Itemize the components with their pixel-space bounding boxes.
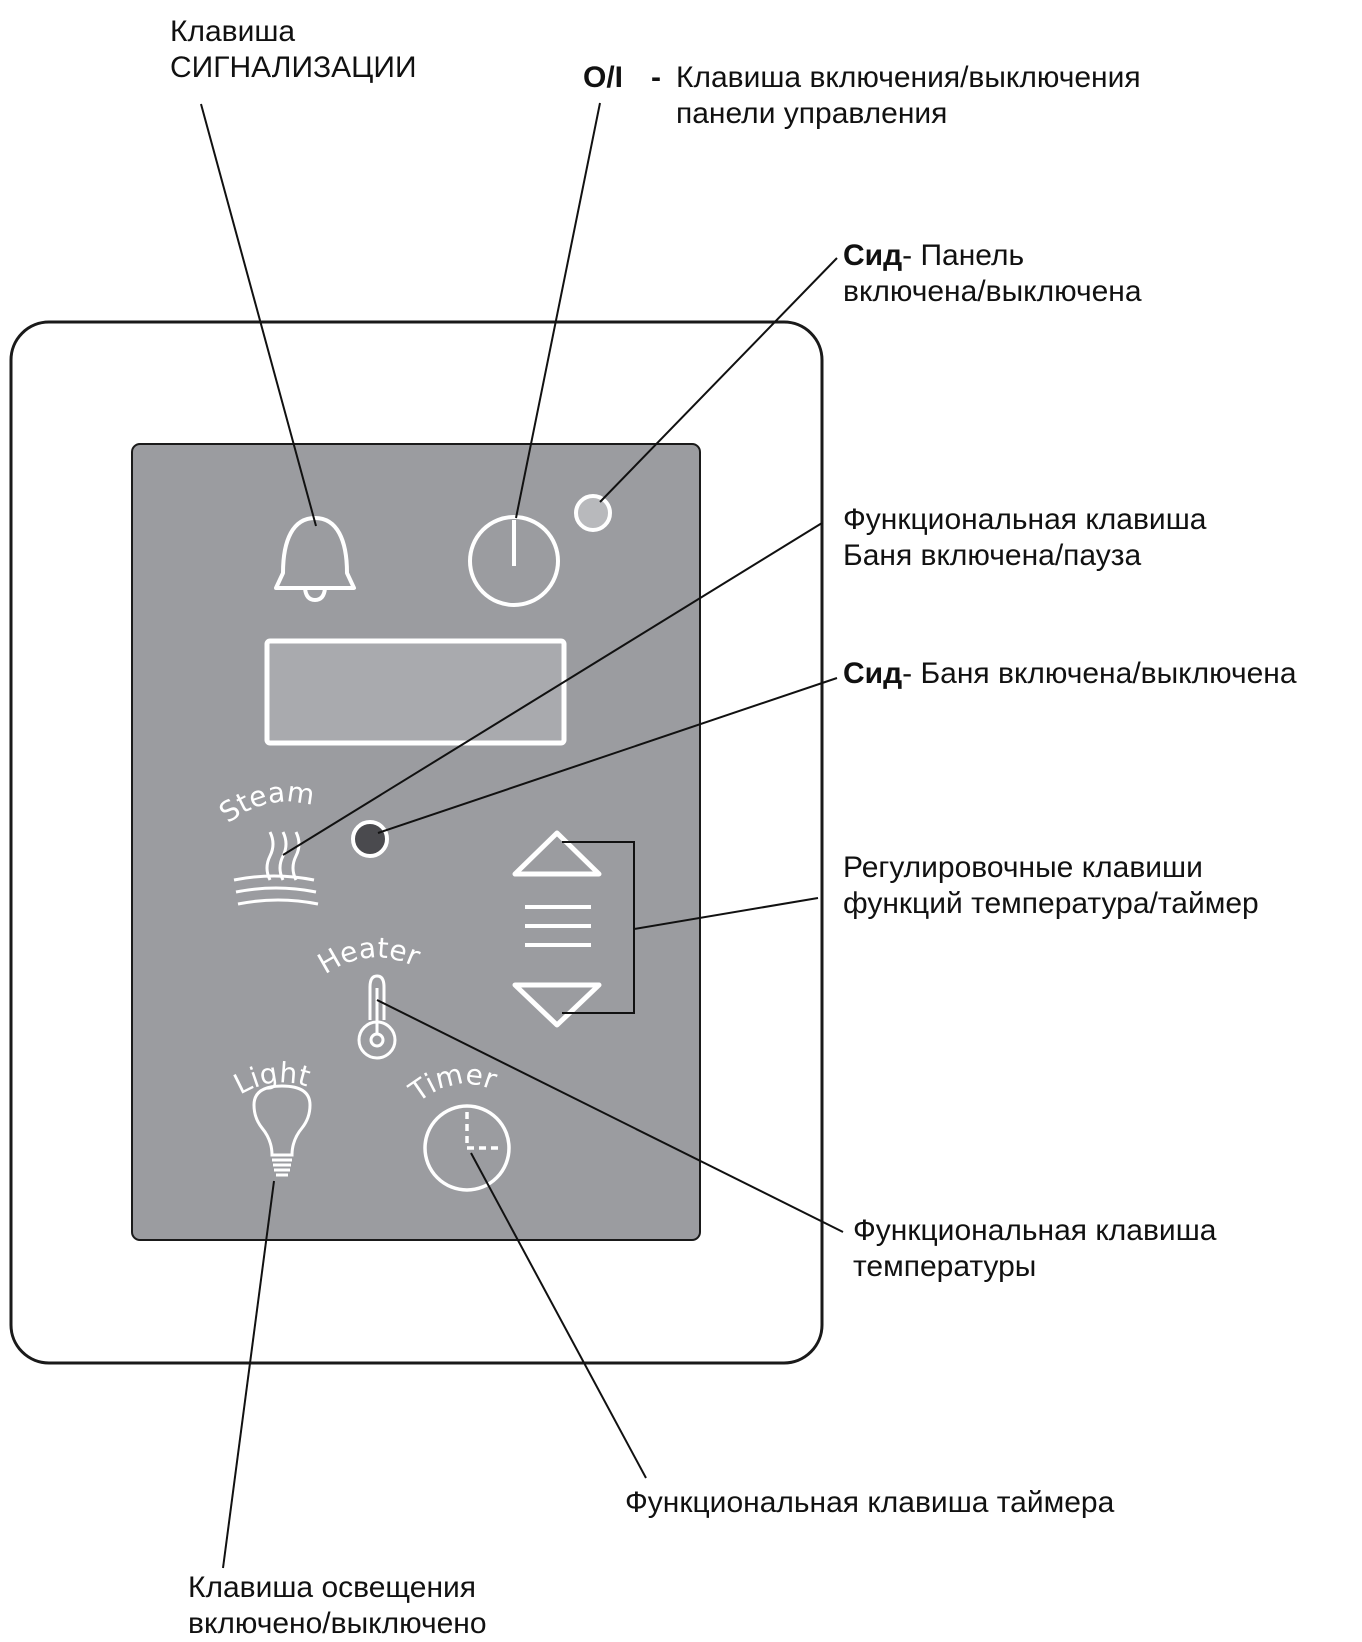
adjust-keys-callout: Регулировочные клавиши функций температу…	[843, 850, 1259, 922]
power-prefix: O/I	[583, 61, 624, 94]
light-key-callout-line1: Клавиша освещения	[188, 1571, 477, 1604]
alarm-callout-line2: СИГНАЛИЗАЦИИ	[170, 51, 417, 84]
panel-led-callout: Сид- Панель включена/выключена	[843, 238, 1142, 310]
panel-led-callout-line2: включена/выключена	[843, 275, 1142, 308]
bell-icon[interactable]	[274, 516, 356, 602]
power-icon[interactable]	[468, 515, 560, 607]
leader-temp	[376, 999, 844, 1233]
light-bulb-icon	[252, 1084, 312, 1177]
light-key-callout-line2: включено/выключено	[188, 1607, 487, 1640]
timer-key-callout-line1: Функциональная клавиша таймера	[625, 1486, 1115, 1519]
up-arrow-icon[interactable]	[512, 830, 602, 877]
adjust-lines-icon	[525, 905, 591, 947]
temp-key-callout-line1: Функциональная клавиша	[853, 1214, 1217, 1247]
power-callout-line1: Клавиша включения/выключения	[676, 61, 1141, 94]
thermometer-icon	[357, 974, 397, 1060]
adjust-keys-callout-line2: функций температура/таймер	[843, 887, 1259, 920]
bath-led-prefix: Сид	[843, 657, 903, 690]
display-window	[264, 638, 567, 746]
leader-timer	[470, 1152, 647, 1479]
panel-led-indicator	[574, 494, 612, 532]
leader-bath-key	[282, 522, 823, 856]
temp-key-callout: Функциональная клавиша температуры	[853, 1213, 1216, 1285]
panel-led-prefix: Сид	[843, 239, 903, 272]
leader-adjust	[633, 897, 819, 930]
adjust-keys-callout-line1: Регулировочные клавиши	[843, 851, 1203, 884]
leader-alarm	[200, 103, 317, 527]
light-key-callout: Клавиша освещения включено/выключено	[188, 1570, 487, 1642]
panel-led-callout-line1: - Панель	[902, 239, 1025, 272]
power-callout: Клавиша включения/выключения панели упра…	[676, 60, 1141, 132]
bath-led-callout: Сид- Баня включена/выключена	[843, 656, 1297, 692]
power-callout-prefix: O/I	[583, 60, 623, 96]
bath-key-callout-line2: Баня включена/пауза	[843, 539, 1142, 572]
bath-key-callout-line1: Функциональная клавиша	[843, 503, 1207, 536]
leader-light	[222, 1180, 275, 1569]
bath-key-callout: Функциональная клавиша Баня включена/пау…	[843, 502, 1206, 574]
down-arrow-icon[interactable]	[512, 982, 602, 1028]
alarm-callout-line1: Клавиша	[170, 15, 296, 48]
leader-bath-led	[377, 677, 838, 834]
leader-power	[515, 102, 601, 519]
leader-lines	[200, 102, 844, 1569]
power-callout-dash: -	[651, 60, 661, 96]
bath-led-indicator	[351, 820, 389, 858]
leader-panel-led	[599, 257, 838, 503]
bath-led-callout-line1: - Баня включена/выключена	[902, 657, 1297, 690]
timer-key-callout: Функциональная клавиша таймера	[625, 1485, 1114, 1521]
leader-adjust-bracket	[562, 841, 635, 1014]
alarm-callout: Клавиша СИГНАЛИЗАЦИИ	[170, 14, 417, 86]
power-callout-line2: панели управления	[676, 97, 948, 130]
power-dash: -	[651, 61, 661, 94]
clock-icon	[423, 1104, 511, 1192]
temp-key-callout-line2: температуры	[853, 1250, 1037, 1283]
steam-icon	[233, 831, 319, 906]
